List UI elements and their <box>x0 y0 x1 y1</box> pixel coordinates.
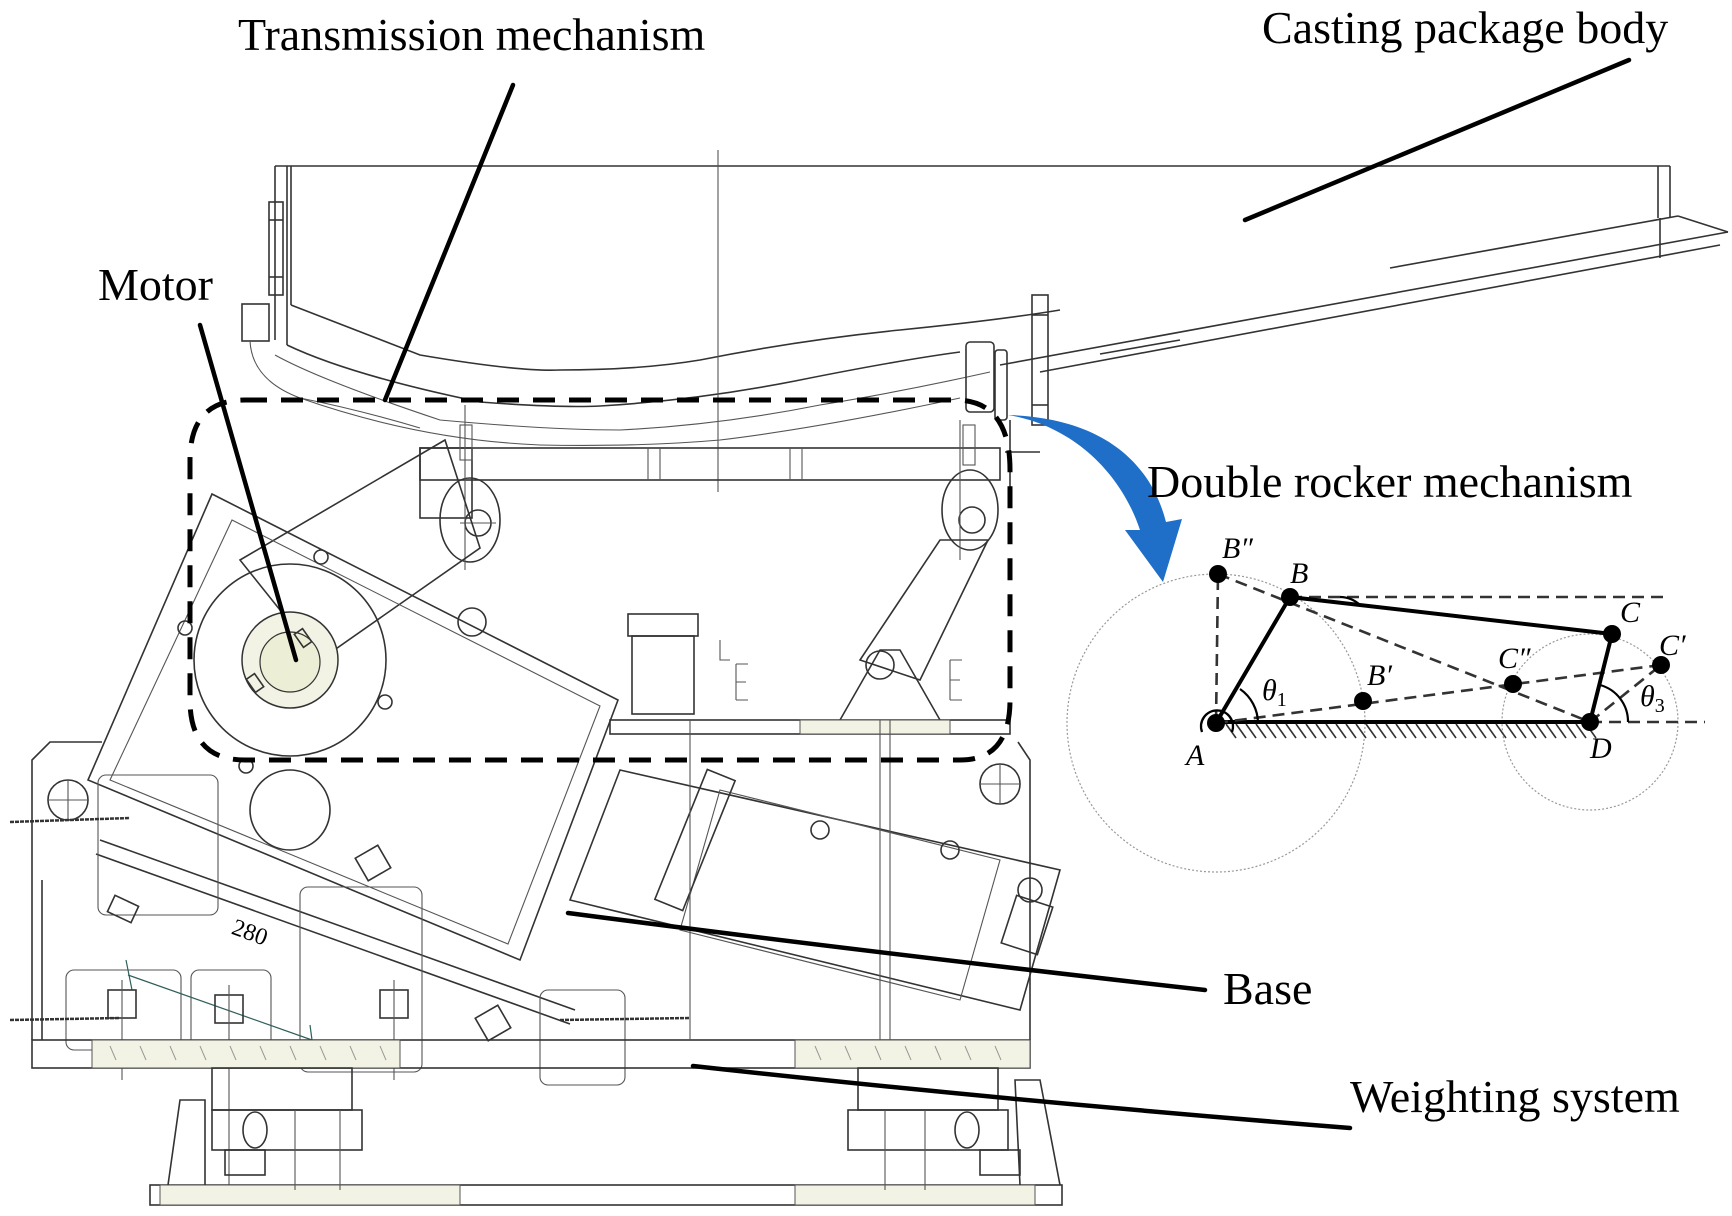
label-c-double-prime: C″ <box>1498 642 1531 675</box>
label-base: Base <box>1223 963 1312 1014</box>
ground-hatching <box>1225 723 1597 739</box>
blue-arrow-icon <box>1008 415 1182 582</box>
hatch-mark <box>1465 723 1477 739</box>
hatch-mark <box>1265 723 1277 739</box>
joint-c-prime <box>1652 656 1670 674</box>
hatch-mark <box>1335 723 1347 739</box>
label-weighting-system: Weighting system <box>1350 1071 1680 1122</box>
hatch-mark <box>1575 723 1587 739</box>
leader-base <box>565 910 1208 993</box>
label-b: B <box>1290 557 1308 590</box>
label-a: A <box>1184 739 1205 772</box>
hatch-mark <box>1565 723 1577 739</box>
theta1-arc <box>1239 688 1260 724</box>
transmission-highlight-box <box>187 397 1013 763</box>
hatch-mark <box>1425 723 1437 739</box>
label-d: D <box>1589 732 1612 765</box>
label-theta1: θ1 <box>1262 674 1287 711</box>
hatch-mark <box>1445 723 1457 739</box>
hatch-mark <box>1245 723 1257 739</box>
hatch-mark <box>1285 723 1297 739</box>
hatch-mark <box>1295 723 1307 739</box>
hatch-mark <box>1475 723 1487 739</box>
hatch-mark <box>1525 723 1537 739</box>
leader-weighting <box>690 1063 1353 1131</box>
dash-a-bpp <box>1214 573 1220 724</box>
dash-bpp-cpp <box>1217 572 1591 724</box>
hatch-mark <box>1485 723 1497 739</box>
link-cd <box>1588 632 1614 724</box>
hatch-mark <box>1255 723 1267 739</box>
hatch-mark <box>1345 723 1357 739</box>
label-c: C <box>1620 596 1641 629</box>
hatch-mark <box>1435 723 1447 739</box>
label-b-double-prime: B″ <box>1222 532 1253 565</box>
leader-motor <box>197 322 299 663</box>
hatch-mark <box>1315 723 1327 739</box>
hatch-mark <box>1535 723 1547 739</box>
hatch-mark <box>1235 723 1247 739</box>
hatch-mark <box>1505 723 1517 739</box>
label-theta3: θ3 <box>1640 680 1665 717</box>
transmission-drawing <box>238 405 1011 735</box>
hatch-mark <box>1555 723 1567 739</box>
joint-c <box>1603 625 1621 643</box>
label-double-rocker-mechanism: Double rocker mechanism <box>1147 456 1633 507</box>
label-transmission-mechanism: Transmission mechanism <box>238 9 705 60</box>
joint-d <box>1581 713 1599 731</box>
double-rocker-diagram: A B B″ B′ C C′ C″ D θ1 θ3 <box>1066 532 1705 873</box>
hatch-mark <box>1375 723 1387 739</box>
theta3-arc <box>1599 683 1630 723</box>
link-bc <box>1288 595 1614 636</box>
casting-package-body-drawing <box>241 150 1729 500</box>
dimension-label: 280 <box>228 915 271 952</box>
base-drawing <box>9 720 1031 1200</box>
weighting-system-drawing <box>149 1067 1063 1206</box>
hatch-mark <box>1545 723 1557 739</box>
hatch-mark <box>1385 723 1397 739</box>
joint-b-prime <box>1354 692 1372 710</box>
motor-drawing <box>86 492 1062 1011</box>
label-c-prime: C′ <box>1659 629 1686 662</box>
hatch-mark <box>1275 723 1287 739</box>
joint-c-double-prime <box>1504 675 1522 693</box>
label-casting-package-body: Casting package body <box>1262 2 1668 53</box>
hatch-mark <box>1405 723 1417 739</box>
joint-b <box>1281 588 1299 606</box>
leader-transmission <box>382 82 516 403</box>
link-ab <box>1214 595 1292 725</box>
rotation-arrow-icon <box>1199 709 1235 733</box>
hatch-mark <box>1305 723 1317 739</box>
hatch-mark <box>1495 723 1507 739</box>
dash-d-cp <box>1589 663 1662 724</box>
label-motor: Motor <box>98 259 213 310</box>
hatch-mark <box>1455 723 1467 739</box>
leader-casting-body <box>1242 57 1632 223</box>
hatch-mark <box>1515 723 1527 739</box>
transmission-angle-arc <box>1339 595 1361 606</box>
hatch-mark <box>1365 723 1377 739</box>
hatch-mark <box>1355 723 1367 739</box>
hatch-mark <box>1415 723 1427 739</box>
label-b-prime: B′ <box>1367 659 1392 692</box>
hatch-mark <box>1325 723 1337 739</box>
joint-b-double-prime <box>1209 565 1227 583</box>
joint-a <box>1207 714 1225 732</box>
hatch-mark <box>1395 723 1407 739</box>
hatch-mark <box>1225 723 1237 739</box>
